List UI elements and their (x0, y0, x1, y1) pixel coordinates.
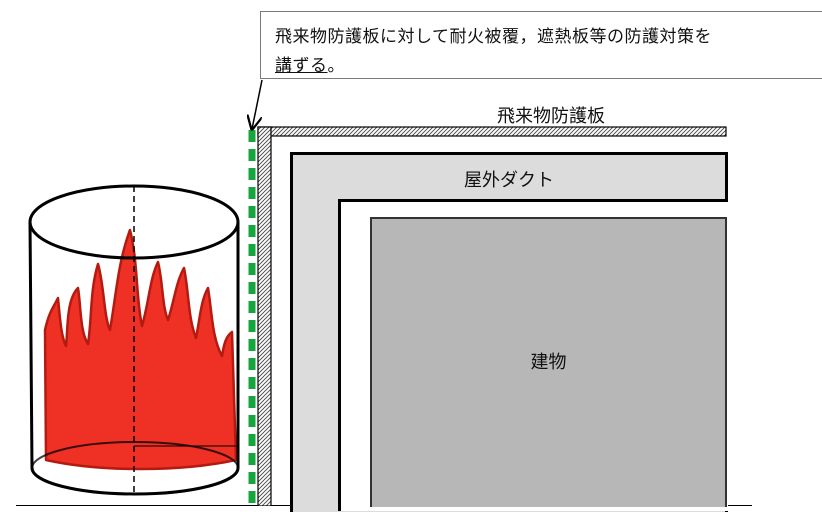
building-label: 建物 (530, 352, 567, 373)
flame-shape (43, 228, 238, 471)
callout-tail-text: 。 (327, 56, 345, 76)
building: 建物 (370, 217, 727, 507)
fire-tank-icon (28, 184, 240, 496)
duct-label: 屋外ダクト (464, 170, 554, 191)
protection-shield (257, 126, 727, 506)
callout-arrow (252, 79, 263, 129)
callout-box: 飛来物防護板に対して耐火被覆，遮熱板等の防護対策を 講ずる。 (260, 11, 822, 79)
shield-label: 飛来物防護板 (497, 106, 605, 127)
callout-line-1: 飛来物防護板に対して耐火被覆，遮熱板等の防護対策を (275, 27, 712, 47)
callout-underlined-text: 講ずる (275, 56, 328, 76)
callout-line-2: 講ずる。 (275, 52, 822, 81)
